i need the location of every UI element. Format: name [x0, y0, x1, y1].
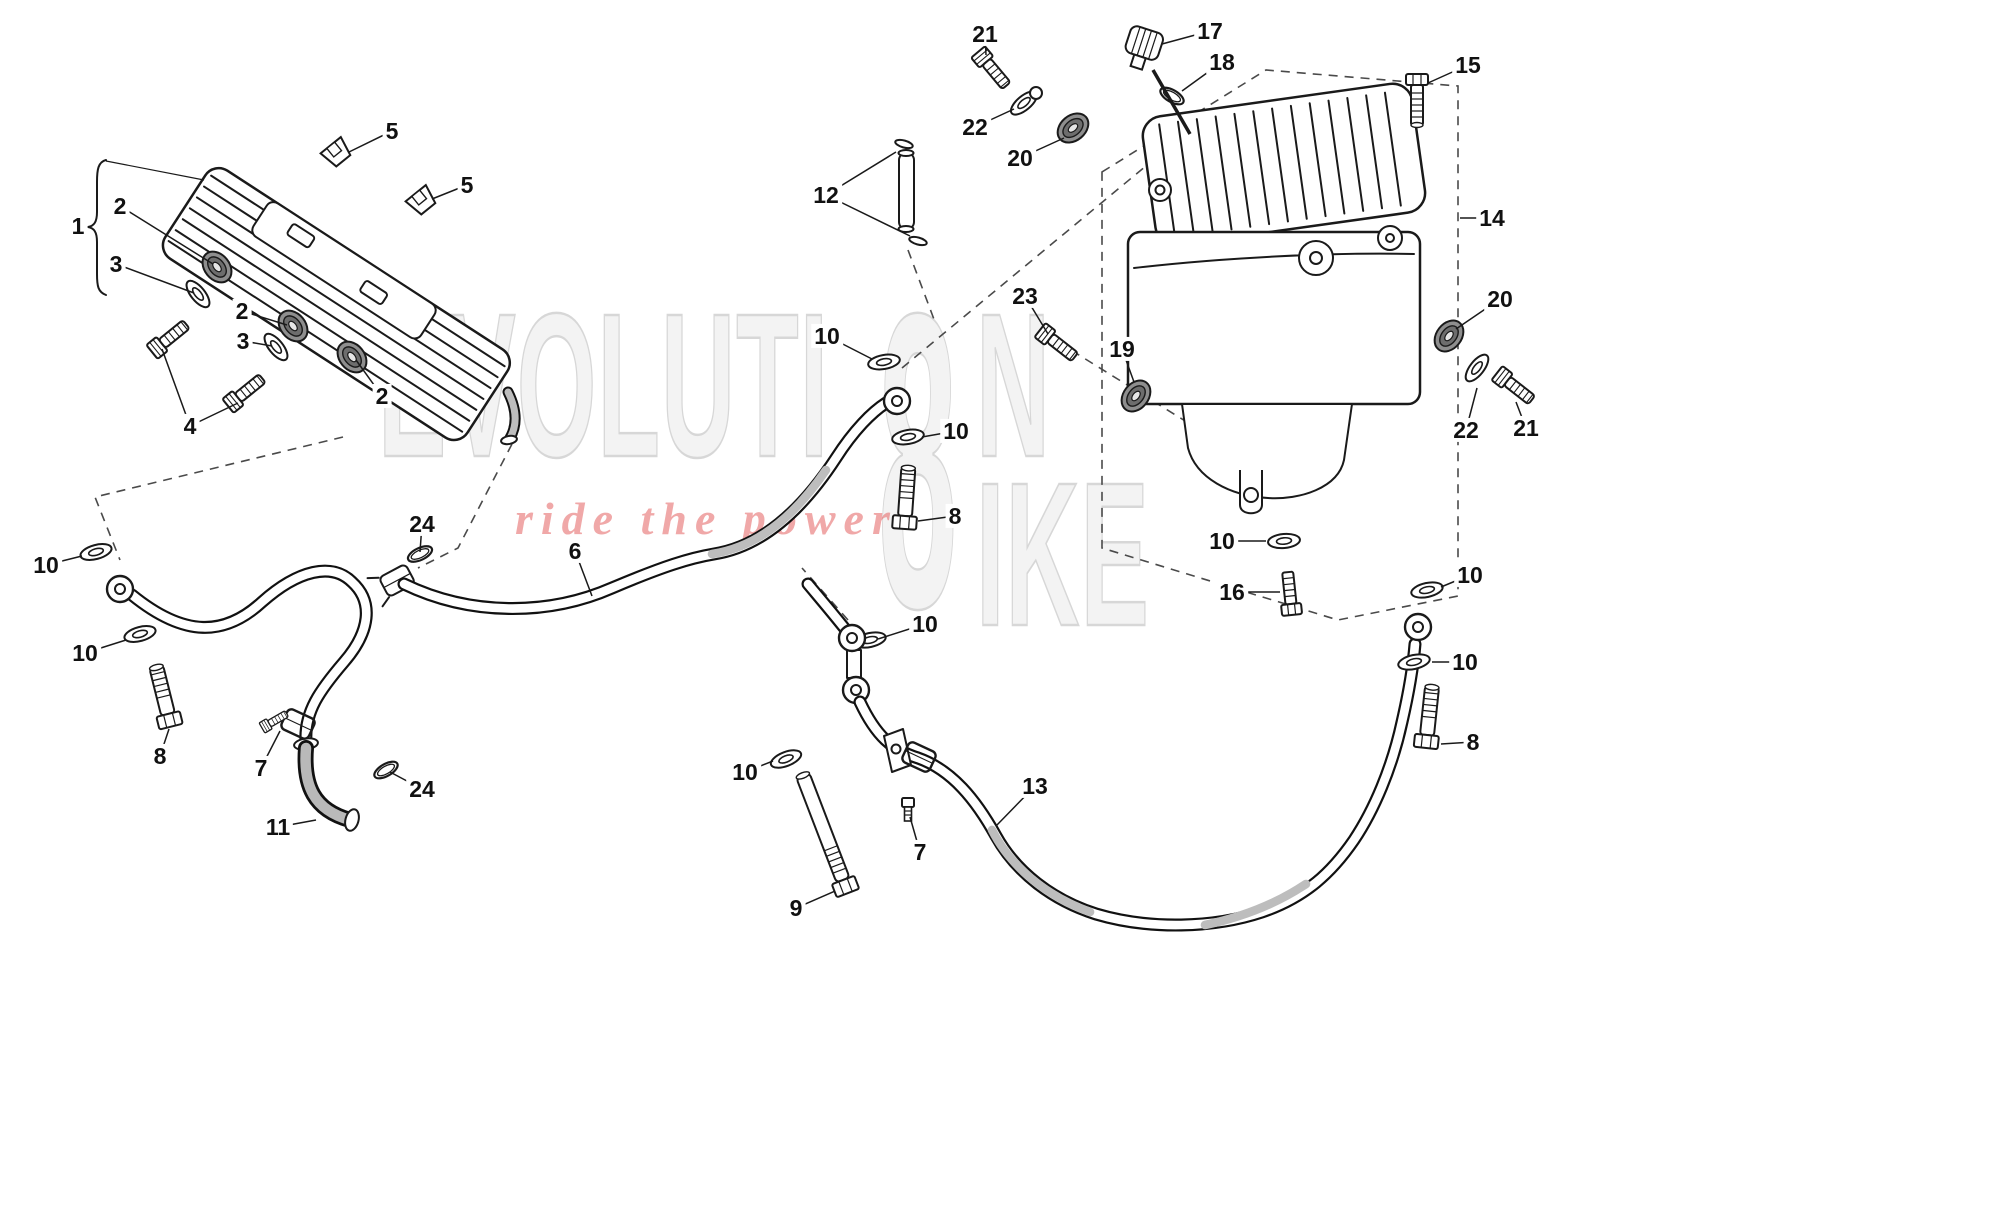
hose-13 — [853, 637, 1422, 932]
callout-1-brace — [87, 159, 107, 296]
leader-line-20 — [1019, 137, 1065, 159]
leader-line-22 — [974, 108, 1015, 128]
tank-dashed-outline — [1101, 69, 1459, 621]
leader-line-6 — [574, 550, 593, 597]
leader-line-24 — [419, 523, 423, 553]
leader-line-21 — [1515, 401, 1527, 429]
watermark-tagline: ride the power — [515, 493, 898, 544]
breather-tube-12 — [894, 138, 928, 247]
tank-finned-cover — [1141, 82, 1427, 247]
leader-line-11 — [277, 819, 317, 828]
leader-line-10 — [826, 335, 873, 360]
leader-line-13 — [995, 785, 1036, 827]
drain-bolt-16 — [1280, 570, 1303, 617]
leader-line-3 — [242, 340, 273, 347]
leader-line-18 — [1181, 61, 1223, 92]
watermark-text-suffix-bottom: IKE — [975, 440, 1150, 669]
leader-line-5 — [348, 130, 393, 153]
leader-line-12 — [825, 151, 897, 196]
leader-line-10 — [45, 555, 83, 566]
filler-cap — [1124, 25, 1164, 71]
clamp-bolt-7-right — [901, 797, 915, 822]
elbow-11 — [293, 737, 360, 832]
leader-line-7 — [909, 816, 921, 853]
tank-sump — [1181, 403, 1353, 500]
leader-line-4 — [161, 348, 191, 427]
leader-line-2 — [119, 205, 214, 265]
leader-line-24 — [389, 771, 423, 790]
cooler-outlet-stub — [500, 386, 521, 446]
leader-line-17 — [1161, 30, 1211, 45]
leader-line-10 — [877, 623, 926, 640]
leader-line-2 — [241, 310, 288, 326]
oil-tank — [1126, 82, 1427, 515]
leader-line-12 — [825, 194, 911, 237]
leader-line-19 — [1121, 348, 1135, 383]
leader-line-10 — [921, 430, 957, 438]
leader-line-23 — [1024, 295, 1049, 335]
leader-line-8 — [159, 728, 170, 757]
leader-line-5 — [431, 184, 468, 200]
hose-6 — [366, 396, 893, 615]
bolt-15 — [1405, 73, 1429, 129]
leader-line-7 — [260, 730, 281, 769]
watermark-shared-glyph: 8 — [878, 227, 959, 696]
leader-line-20 — [1455, 298, 1501, 330]
leader-line-3 — [115, 263, 195, 294]
leader-line-15 — [1427, 64, 1469, 84]
leader-line-9 — [795, 890, 836, 909]
leader-line-10 — [84, 639, 127, 654]
leader-line-2 — [355, 359, 383, 397]
leader-line-10 — [1440, 574, 1471, 588]
double-banjo-stack — [801, 577, 889, 705]
leader-line-22 — [1465, 387, 1478, 431]
leader-line-10 — [744, 760, 774, 773]
leader-line-4 — [189, 402, 239, 427]
left-hose — [125, 564, 373, 749]
leader-line-21 — [984, 33, 987, 56]
leader-line-8 — [917, 515, 956, 522]
leader-line-8 — [1440, 741, 1474, 745]
bushing-22-top-collar — [1029, 86, 1043, 100]
